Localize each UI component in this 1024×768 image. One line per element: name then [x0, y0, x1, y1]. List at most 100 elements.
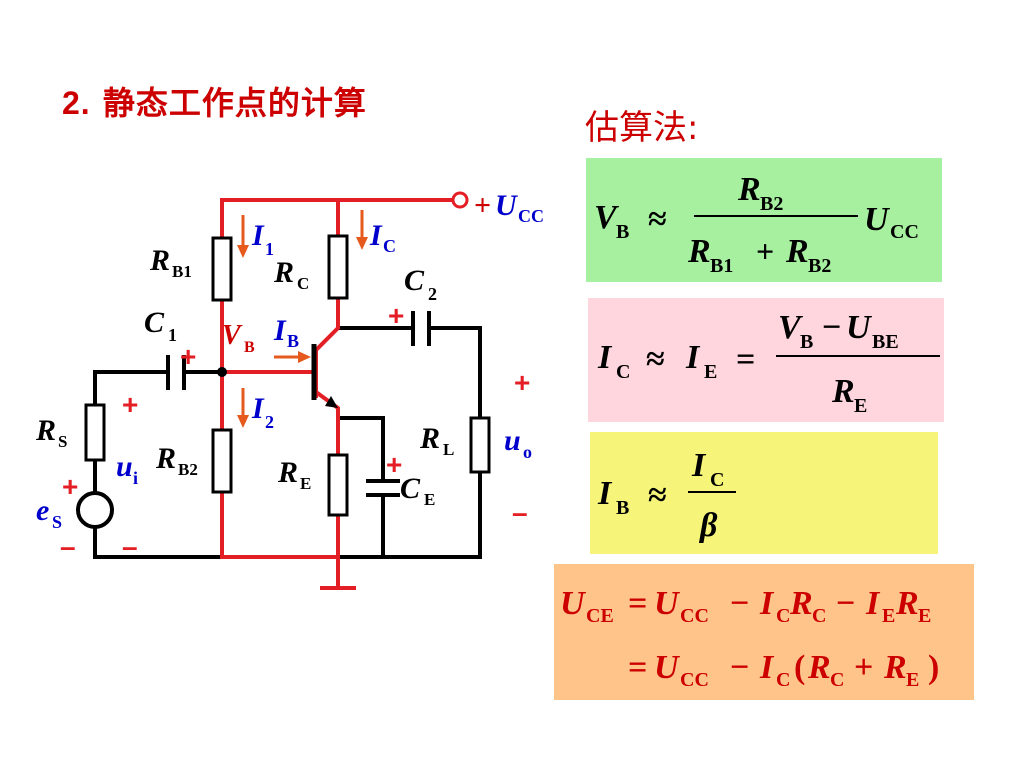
- uce-plus: +: [854, 649, 873, 686]
- label-i1-main: I: [251, 219, 265, 252]
- source-es: [76, 491, 114, 529]
- label-c1-main: C: [144, 306, 165, 339]
- uce-ie-sub: E: [882, 605, 895, 627]
- capacitor-c2: [411, 311, 431, 346]
- vb-den-b: R: [785, 233, 809, 270]
- emitter-arrow: [325, 396, 338, 408]
- node-dot: [217, 367, 227, 377]
- uce-rc-sub-1: C: [812, 605, 826, 627]
- label-ic-main: I: [369, 219, 383, 252]
- ic-eq: =: [736, 341, 755, 378]
- label-ui-main: u: [116, 450, 133, 483]
- label-rs-sub: S: [58, 432, 67, 451]
- sign-uo-minus: –: [512, 497, 528, 528]
- label-c2-main: C: [404, 264, 425, 297]
- ib-lhs: I: [597, 475, 613, 512]
- label-ui-sub: i: [133, 468, 138, 488]
- label-i1-sub: 1: [265, 239, 274, 259]
- uce-lhs-sub: CE: [586, 605, 614, 627]
- uce-lparen: (: [794, 649, 805, 686]
- label-c1-sub: 1: [168, 325, 177, 345]
- supply-plus: +: [474, 189, 491, 222]
- black-wires: [93, 326, 482, 559]
- vb-den-a: R: [687, 233, 711, 270]
- formula-uce: U CE = U CC − I C R C − I E R E = U CC −…: [560, 585, 939, 691]
- label-rc-main: R: [273, 256, 294, 289]
- formula-box-uce: U CE = U CC − I C R C − I E R E = U CC −…: [554, 564, 974, 700]
- formula-ic: I C ≈ I E = V B − U BE R E: [597, 309, 940, 417]
- vb-approx: ≈: [648, 201, 667, 238]
- ib-den: β: [698, 507, 718, 544]
- uce-ie: I: [865, 585, 881, 622]
- label-rb1-sub: B1: [172, 262, 192, 281]
- ib-lhs-sub: B: [616, 497, 629, 519]
- ic-num-op: −: [822, 309, 841, 346]
- title-number: 2.: [62, 85, 91, 121]
- vb-num-sub: B2: [760, 193, 783, 215]
- label-rb2-sub: B2: [178, 460, 198, 479]
- red-wires: [220, 198, 454, 590]
- current-arrows: [237, 210, 368, 428]
- uce-ucc-1: U: [654, 585, 681, 622]
- uce-rparen: ): [928, 649, 939, 686]
- supply-symbol: U: [495, 189, 518, 222]
- uce-ic-sub-1: C: [776, 605, 790, 627]
- label-rc-sub: C: [297, 274, 309, 293]
- vb-den-b-sub: B2: [808, 255, 831, 277]
- label-rs-main: R: [35, 414, 56, 447]
- uce-minus-3: −: [730, 649, 749, 686]
- resistor-rc: [327, 234, 349, 300]
- uce-rc-1: R: [789, 585, 813, 622]
- ic-num-a: V: [778, 309, 803, 346]
- title-text: 静态工作点的计算: [102, 84, 367, 122]
- resistor-re: [327, 453, 349, 517]
- formula-vb: V B ≈ R B2 R B1 + R B2 U CC: [594, 171, 919, 277]
- label-ib-main: I: [273, 314, 287, 347]
- label-re-sub: E: [300, 474, 311, 493]
- sign-uo-plus: +: [514, 367, 530, 398]
- ib-approx: ≈: [648, 477, 667, 514]
- label-re-main: R: [277, 456, 298, 489]
- resistor-rb2: [211, 428, 233, 494]
- label-rl-sub: L: [443, 440, 454, 459]
- ic-num-b: U: [846, 309, 873, 346]
- resistor-rl: [469, 416, 491, 474]
- sign-c2-plus: +: [388, 300, 404, 331]
- label-es-sub: S: [52, 512, 62, 532]
- uce-re-2: R: [883, 649, 907, 686]
- ic-den: R: [831, 373, 855, 410]
- label-vb-main: V: [222, 320, 243, 351]
- ic-a-sub: C: [616, 361, 630, 383]
- supply-sub: CC: [518, 206, 544, 226]
- uce-ic-sub-2: C: [776, 669, 790, 691]
- method-label: 估算法:: [585, 108, 699, 148]
- uce-eq-2: =: [628, 649, 647, 686]
- uce-re-1: R: [895, 585, 919, 622]
- vb-den-a-sub: B1: [710, 255, 733, 277]
- label-i2-sub: 2: [265, 412, 274, 432]
- uce-eq-1: =: [628, 585, 647, 622]
- sign-ce-plus: +: [386, 449, 402, 480]
- uce-rc-2: R: [807, 649, 831, 686]
- vb-lhs: V: [594, 199, 619, 236]
- sign-ui-minus: –: [122, 531, 138, 562]
- ic-num-b-sub: BE: [872, 331, 899, 353]
- capacitor-ce: [366, 479, 400, 497]
- uce-re-sub-2: E: [906, 669, 919, 691]
- formula-box-ic: I C ≈ I E = V B − U BE R E: [588, 298, 944, 422]
- label-es-main: e: [36, 494, 49, 527]
- formula-box-vb: V B ≈ R B2 R B1 + R B2 U CC: [586, 158, 942, 282]
- ic-approx: ≈: [646, 341, 665, 378]
- label-ic-sub: C: [383, 236, 396, 256]
- formula-ib: I B ≈ I C β: [597, 447, 736, 544]
- supply-terminal: [451, 191, 469, 209]
- uce-ucc-sub-1: CC: [680, 605, 709, 627]
- uce-ucc-sub-2: CC: [680, 669, 709, 691]
- label-rb2-main: R: [155, 442, 176, 475]
- uce-minus-2: −: [836, 585, 855, 622]
- ic-den-sub: E: [854, 395, 867, 417]
- uce-lhs: U: [560, 585, 587, 622]
- label-i2-main: I: [251, 392, 265, 425]
- sign-ui-plus: +: [122, 389, 138, 420]
